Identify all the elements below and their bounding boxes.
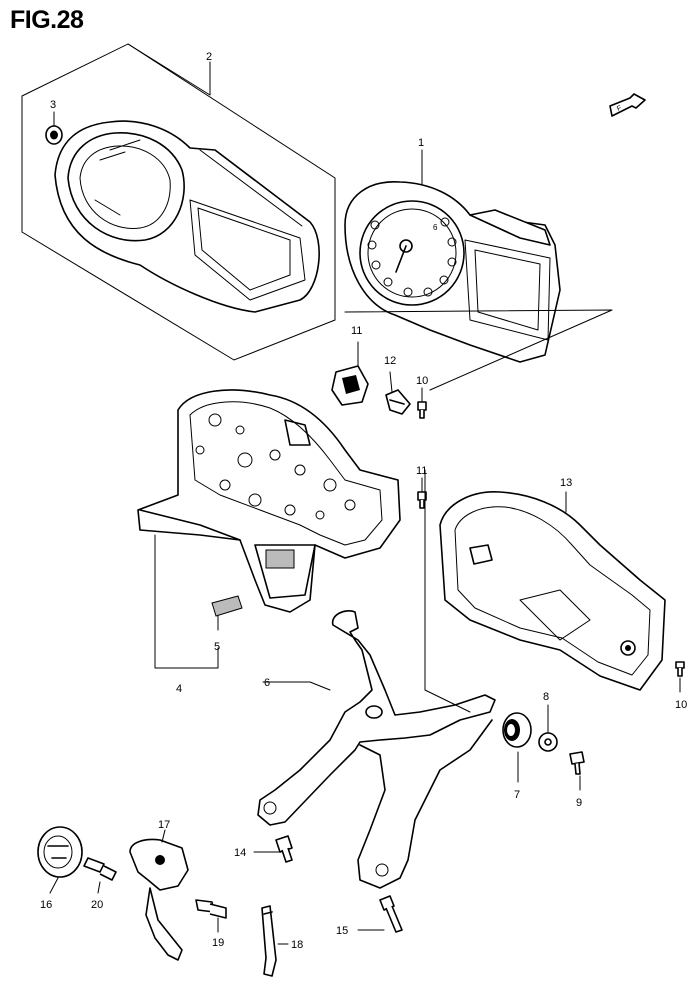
part-3-grommet — [45, 125, 63, 145]
part-1-meter-assembly: 6 — [344, 181, 561, 363]
front-arrow-icon: F — [609, 93, 646, 117]
callout-5: 5 — [214, 641, 220, 653]
part-10-screw-upper — [417, 401, 427, 419]
part-12-socket — [331, 365, 369, 406]
part-15-bolt — [275, 835, 293, 863]
part-17-cap — [37, 826, 83, 878]
part-2-meter-cover — [21, 43, 336, 361]
part-4-lower-case — [137, 389, 401, 613]
part-10-screw-right — [675, 661, 685, 677]
part-6-bracket — [257, 610, 496, 889]
callout-8: 8 — [543, 691, 549, 703]
callout-17: 16 — [40, 899, 52, 911]
part-14-meter-case — [439, 491, 666, 691]
part-11-screw — [417, 491, 427, 509]
figure-title: FIG.28 — [10, 6, 84, 34]
callout-21: 20 — [91, 899, 103, 911]
callout-10-upper: 10 — [416, 375, 428, 387]
callout-15: 14 — [234, 847, 246, 859]
callout-6: 6 — [264, 677, 270, 689]
callout-labels: 2 3 1 11 12 10 11 13 5 4 6 8 10 7 9 14 1… — [40, 51, 687, 951]
callout-7: 7 — [514, 789, 520, 801]
part-19-band — [261, 905, 277, 977]
callout-12: 11 — [351, 325, 362, 337]
part-18-sensor — [129, 838, 189, 961]
callout-2: 2 — [206, 51, 212, 63]
svg-text:F: F — [616, 105, 623, 113]
callout-10-right: 10 — [675, 699, 687, 711]
callout-20: 19 — [212, 937, 224, 949]
part-5-tape — [211, 595, 243, 617]
part-21-screw — [83, 857, 117, 881]
callout-9: 9 — [576, 797, 582, 809]
callout-3: 3 — [50, 99, 56, 111]
callout-14: 13 — [560, 477, 572, 489]
callout-16: 15 — [336, 925, 348, 937]
callout-11: 11 — [416, 465, 427, 477]
part-9-bolt — [569, 751, 585, 775]
part-20-screw — [195, 899, 227, 919]
part-13-bulb — [385, 389, 411, 415]
part-7-grommet — [502, 712, 532, 748]
callout-19: 18 — [291, 939, 303, 951]
svg-text:6: 6 — [433, 223, 438, 232]
callout-18: 17 — [158, 819, 170, 831]
callout-1: 1 — [418, 137, 424, 149]
part-16-bolt — [379, 895, 403, 933]
part-8-washer — [538, 732, 558, 752]
callout-4: 4 — [176, 683, 182, 695]
callout-13: 12 — [384, 355, 396, 367]
leader-lines — [49, 43, 681, 945]
